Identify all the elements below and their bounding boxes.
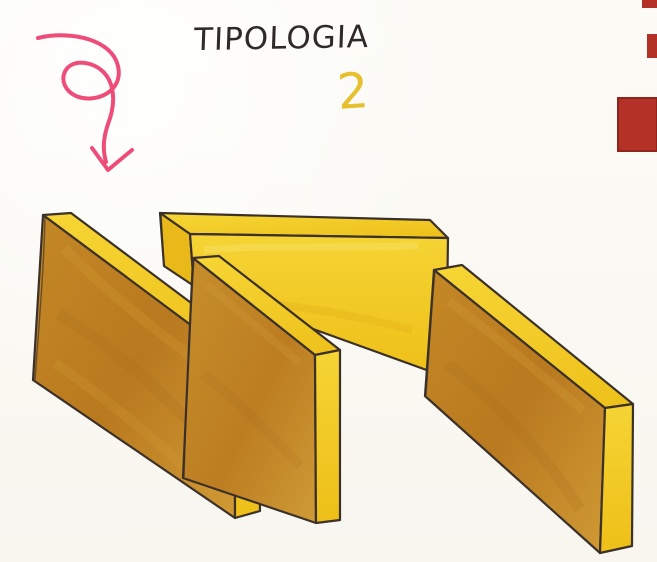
drawing-title: TIPOLOGIA: [193, 16, 434, 60]
right-panel: [425, 265, 633, 553]
curl-arrow-icon: [38, 35, 132, 170]
drawing-number: 2: [321, 58, 385, 126]
red-square-icon: [618, 0, 657, 151]
